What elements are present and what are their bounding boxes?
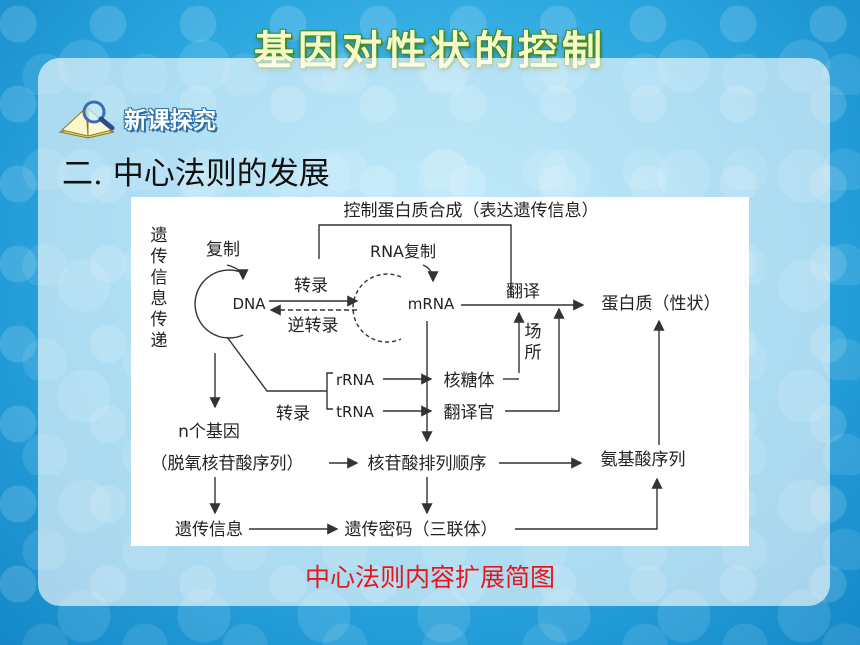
dna-to-branch-line	[226, 336, 327, 392]
svg-text:传: 传	[151, 310, 168, 330]
svg-text:传: 传	[151, 247, 168, 267]
section-tag: 新课探究	[56, 96, 216, 140]
diagram-caption: 中心法则内容扩展简图	[304, 563, 555, 592]
transcription2-label: 转录	[276, 404, 310, 424]
dna-label: DNA	[232, 295, 266, 313]
rna-replication-loop	[352, 273, 402, 343]
svg-text:递: 递	[151, 331, 168, 351]
genetic-info-label: 遗传信息	[175, 520, 243, 540]
translator-to-translation-arrow	[505, 307, 565, 412]
site-label-2: 所	[525, 343, 542, 363]
svg-text:息: 息	[151, 289, 168, 309]
rna-replication-arrow	[422, 264, 439, 283]
protein-label: 蛋白质（性状）	[602, 294, 721, 314]
deoxy-seq-label: （脱氧核苷酸序列）	[151, 454, 304, 474]
ribosome-label: 核糖体	[444, 371, 495, 391]
side-label: 遗 传 信 息 传 递	[151, 226, 168, 351]
top-bracket	[318, 224, 512, 297]
nucleotide-seq-label: 核苷酸排列顺序	[368, 454, 487, 474]
site-label-1: 场	[525, 322, 542, 342]
svg-text:信: 信	[151, 268, 168, 288]
section-tag-label: 新课探究	[124, 108, 216, 134]
trna-label: tRNA	[336, 403, 375, 421]
replication-label: 复制	[206, 240, 240, 260]
top-label: 控制蛋白质合成（表达遗传信息）	[344, 201, 599, 221]
replication-arrow	[226, 264, 249, 281]
n-genes-label: n个基因	[178, 422, 240, 442]
branch-bracket	[326, 372, 333, 410]
translation-label: 翻译	[506, 282, 540, 302]
rna-replication-label: RNA复制	[370, 242, 436, 261]
svg-text:遗: 遗	[151, 226, 168, 246]
mrna-label: mRNA	[408, 295, 455, 313]
central-dogma-diagram: 遗 传 信 息 传 递 控制蛋白质合成（表达遗传信息） 复制 DNA 转录 逆转…	[131, 197, 749, 546]
rrna-label: rRNA	[336, 371, 375, 389]
genetic-code-label: 遗传密码（三联体）	[345, 520, 498, 540]
dna-replication-loop	[194, 269, 244, 339]
magnifier-book-icon	[58, 100, 115, 139]
reverse-transcription-label: 逆转录	[288, 316, 339, 336]
code-to-amino-arrow	[515, 477, 663, 530]
section-heading: 二. 中心法则的发展	[62, 156, 330, 192]
translator-label: 翻译官	[444, 403, 495, 423]
diagram-canvas: 遗 传 信 息 传 递 控制蛋白质合成（表达遗传信息） 复制 DNA 转录 逆转…	[151, 201, 721, 540]
amino-seq-label: 氨基酸序列	[601, 450, 686, 470]
transcription-label: 转录	[294, 276, 328, 296]
